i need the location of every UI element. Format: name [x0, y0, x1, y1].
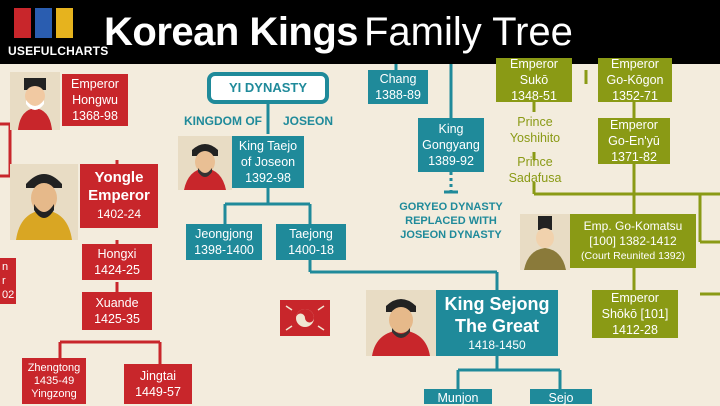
portrait-taejo [178, 136, 232, 190]
label-kingdom-of: KINGDOM OF [184, 114, 262, 128]
box-hongxi[interactable]: Hongxi 1424-25 [82, 244, 152, 280]
box-munjong-partial[interactable]: Munjon [424, 389, 492, 405]
label-gokomatsu-1: Emp. Go-Komatsu [583, 218, 683, 233]
box-emperor-gokogon[interactable]: Emperor Go-Kōgon 1352-71 [598, 57, 672, 103]
box-king-sejong[interactable]: King Sejong The Great 1418-1450 [436, 290, 558, 356]
box-zhengtong[interactable]: Zhengtong 1435-49 Yingzong [22, 358, 86, 404]
box-taejong[interactable]: Taejong 1400-18 [276, 224, 346, 260]
portrait-sejong [366, 290, 436, 356]
header-bar: USEFULCHARTS Korean Kings Family Tree [0, 0, 720, 64]
label-prince-yoshihito: Prince Yoshihito [500, 114, 570, 146]
logo-text: USEFULCHARTS [8, 44, 109, 58]
label-chang-2: 1388-89 [375, 88, 421, 102]
label-hongxi-1: Hongxi [97, 247, 137, 261]
label-hongxi-2: 1424-25 [94, 263, 140, 277]
label-taejo-3: 1392-98 [245, 171, 291, 185]
label-jeongjong-2: 1398-1400 [194, 243, 254, 257]
label-gokomatsu-2: [100] 1382-1412 [589, 233, 677, 248]
label-zhengtong-2: 1435-49 [33, 374, 75, 387]
label-sadafusa-2: Sadafusa [508, 171, 562, 185]
goryeo-replaced-note: GORYEO DYNASTY REPLACED WITH JOSEON DYNA… [386, 200, 516, 242]
label-sadafusa-1: Prince [517, 155, 553, 169]
label-gokogon-3: 1352-71 [612, 89, 658, 103]
box-partial-left[interactable]: n r 02 [0, 258, 16, 304]
label-partial-1: n [2, 261, 9, 273]
logo-blue-square [35, 8, 52, 38]
label-prince-sadafusa: Prince Sadafusa [500, 154, 570, 186]
portrait-hongwu [10, 72, 60, 130]
label-jeongjong-1: Jeongjong [195, 227, 253, 241]
box-emperor-hongwu[interactable]: Emperor Hongwu 1368-98 [62, 74, 128, 126]
label-zhengtong-3: Yingzong [31, 387, 77, 400]
label-munjong: Munjon [437, 391, 479, 405]
label-goenyu-3: 1371-82 [611, 150, 657, 164]
label-gokomatsu-3: (Court Reunited 1392) [581, 249, 685, 262]
label-partial-3: 02 [2, 289, 15, 301]
label-xuande-2: 1425-35 [94, 312, 140, 326]
label-yongle-3: 1402-24 [96, 207, 142, 221]
label-taejo-2: of Joseon [240, 155, 296, 169]
label-taejong-1: Taejong [289, 227, 333, 241]
label-shoko-2: Shōkō [101] [601, 307, 669, 321]
box-sejo-partial[interactable]: Sejo [530, 389, 592, 405]
label-sejong-3: 1418-1450 [468, 338, 526, 352]
label-xuande-1: Xuande [95, 296, 139, 310]
royal-flag-icon [280, 300, 330, 336]
label-yongle-1: Yongle [94, 169, 144, 186]
label-joseon: JOSEON [282, 114, 333, 128]
label-chang-1: Chang [379, 72, 417, 86]
label-yi-dynasty: YI DYNASTY [228, 80, 307, 95]
portrait-gokomatsu [520, 214, 570, 270]
portrait-yongle [10, 164, 78, 240]
label-gongyang-2: Gongyang [422, 138, 480, 152]
label-yongle-2: Emperor [88, 187, 150, 204]
label-taejong-2: 1400-18 [288, 243, 334, 257]
box-emperor-goenyu[interactable]: Emperor Go-En'yū 1371-82 [598, 118, 670, 164]
box-chang[interactable]: Chang 1388-89 [368, 70, 428, 104]
label-sejong-1: King Sejong [444, 294, 550, 314]
label-suko-2: Sukō [519, 73, 549, 87]
label-jingtai-1: Jingtai [139, 369, 177, 383]
box-yongle-emperor[interactable]: Yongle Emperor 1402-24 [80, 164, 158, 228]
label-yoshihito-1: Prince [517, 115, 553, 129]
label-shoko-3: 1412-28 [612, 323, 658, 337]
label-jingtai-2: 1449-57 [135, 385, 181, 399]
label-sejong-2: The Great [454, 316, 540, 336]
page-title-light: Family Tree [364, 10, 573, 54]
label-sejo: Sejo [548, 391, 574, 405]
label-hongwu-1: Emperor [71, 77, 119, 91]
label-gokogon-2: Go-Kōgon [606, 73, 664, 87]
label-goenyu-2: Go-En'yū [608, 134, 660, 148]
label-suko-3: 1348-51 [511, 89, 557, 103]
label-goenyu-1: Emperor [610, 118, 658, 132]
label-suko-1: Emperor [510, 57, 558, 71]
box-emperor-suko[interactable]: Emperor Sukō 1348-51 [496, 57, 572, 103]
box-king-taejo[interactable]: King Taejo of Joseon 1392-98 [232, 136, 304, 188]
label-yoshihito-2: Yoshihito [509, 131, 561, 145]
logo-red-square [14, 8, 31, 38]
label-hongwu-3: 1368-98 [72, 109, 118, 123]
box-king-gongyang[interactable]: King Gongyang 1389-92 [418, 118, 484, 172]
label-replaced-1: GORYEO DYNASTY [399, 201, 503, 213]
box-emp-gokomatsu[interactable]: Emp. Go-Komatsu [100] 1382-1412 (Court R… [570, 214, 696, 268]
label-gokogon-1: Emperor [611, 57, 659, 71]
label-zhengtong-1: Zhengtong [27, 361, 81, 374]
box-jeongjong[interactable]: Jeongjong 1398-1400 [186, 224, 262, 260]
label-shoko-1: Emperor [611, 291, 659, 305]
label-gongyang-3: 1389-92 [428, 154, 474, 168]
page-title-bold: Korean Kings [104, 10, 359, 54]
label-replaced-3: JOSEON DYNASTY [400, 229, 502, 241]
label-hongwu-2: Hongwu [72, 93, 118, 107]
label-partial-2: r [2, 275, 6, 287]
label-taejo-1: King Taejo [238, 139, 298, 153]
label-gongyang-1: King [438, 122, 464, 136]
label-replaced-2: REPLACED WITH [405, 215, 497, 227]
yi-dynasty-banner[interactable]: YI DYNASTY [207, 72, 329, 104]
box-jingtai[interactable]: Jingtai 1449-57 [124, 364, 192, 404]
logo-yellow-square [56, 8, 73, 38]
box-emperor-shoko[interactable]: Emperor Shōkō [101] 1412-28 [592, 290, 678, 338]
family-tree-canvas: Emperor Hongwu 1368-98 Yongle Emperor 14… [0, 57, 720, 405]
box-xuande[interactable]: Xuande 1425-35 [82, 292, 152, 330]
